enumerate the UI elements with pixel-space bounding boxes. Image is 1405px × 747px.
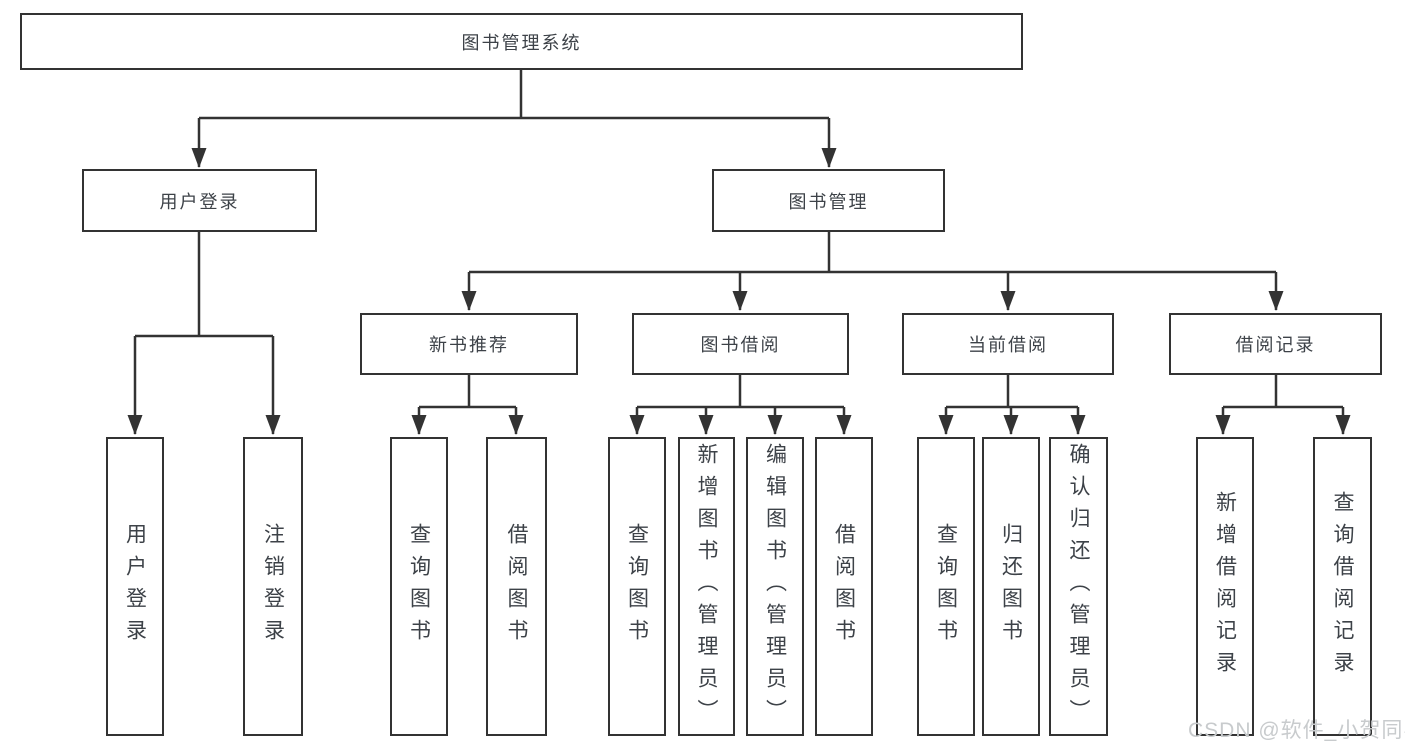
leaf-login-user-login: 用户登录 — [106, 437, 164, 736]
leaf-label: 查询借阅记录 — [1331, 490, 1354, 683]
node-root-system: 图书管理系统 — [20, 13, 1023, 70]
leaf-label: 查询图书 — [625, 522, 649, 651]
node-book-management: 图书管理 — [712, 169, 945, 232]
node-current-borrow: 当前借阅 — [902, 313, 1114, 375]
node-borrow-records: 借阅记录 — [1169, 313, 1382, 375]
leaf-label: 借阅图书 — [832, 522, 856, 651]
leaf-label: 确认归还（管理员） — [1067, 442, 1090, 731]
leaf-login-logout: 注销登录 — [243, 437, 303, 736]
leaf-label: 新增借阅记录 — [1213, 490, 1237, 683]
leaf-borrow-borrow-book: 借阅图书 — [815, 437, 873, 736]
leaf-label: 注销登录 — [261, 522, 285, 651]
node-new-book-recommend: 新书推荐 — [360, 313, 578, 375]
leaf-borrow-add-book-admin: 新增图书（管理员） — [678, 437, 735, 736]
csdn-watermark: CSDN @软件_小贺同学 — [1188, 719, 1405, 742]
leaf-current-query-book: 查询图书 — [917, 437, 975, 736]
leaf-record-query-borrow-record: 查询借阅记录 — [1313, 437, 1372, 736]
node-book-borrow: 图书借阅 — [632, 313, 849, 375]
leaf-label: 用户登录 — [123, 522, 147, 651]
leaf-label: 查询图书 — [407, 522, 431, 651]
leaf-label: 借阅图书 — [505, 522, 528, 651]
leaf-borrow-edit-book-admin: 编辑图书（管理员） — [746, 437, 804, 736]
leaf-current-return-book: 归还图书 — [982, 437, 1040, 736]
leaf-label: 新增图书（管理员） — [695, 442, 718, 731]
leaf-label: 查询图书 — [934, 522, 958, 651]
leaf-label: 编辑图书（管理员） — [763, 442, 787, 731]
leaf-borrow-query-book: 查询图书 — [608, 437, 666, 736]
leaf-recommend-borrow-book: 借阅图书 — [486, 437, 547, 736]
node-user-login: 用户登录 — [82, 169, 317, 232]
connector-spines — [135, 70, 1343, 409]
leaf-label: 归还图书 — [999, 522, 1023, 651]
leaf-record-add-borrow-record: 新增借阅记录 — [1196, 437, 1254, 736]
leaf-recommend-query-book: 查询图书 — [390, 437, 448, 736]
leaf-current-confirm-return-admin: 确认归还（管理员） — [1049, 437, 1108, 736]
